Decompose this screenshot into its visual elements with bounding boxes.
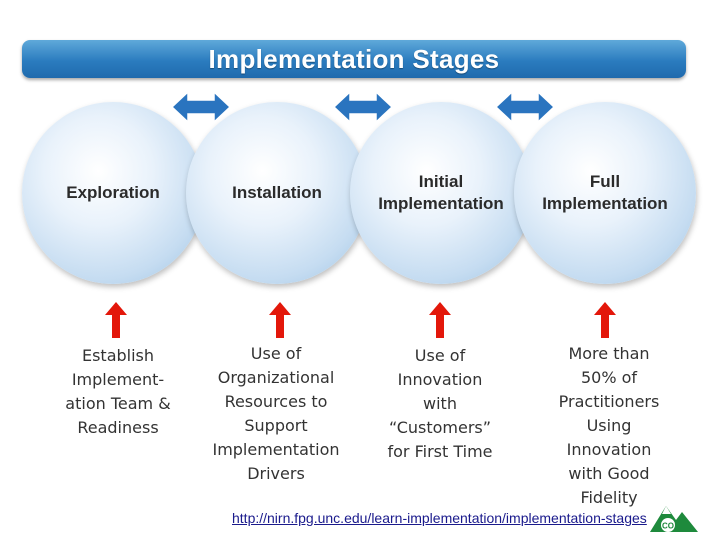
diagram-title: Implementation Stages — [208, 43, 500, 74]
up-arrow-icon — [594, 302, 616, 338]
stage-full-implementation-circle: Full Implementation — [514, 102, 696, 284]
source-link[interactable]: http://nirn.fpg.unc.edu/learn-implementa… — [232, 510, 647, 526]
stage-exploration-label: Exploration — [66, 182, 160, 202]
initial-implementation-description: Use of Innovation with “Customers” for F… — [387, 346, 493, 461]
stage-initial-implementation-circle: Initial Implementation — [350, 102, 532, 284]
double-arrow-icon — [172, 90, 230, 124]
up-arrow-icon — [269, 302, 291, 338]
stage-full-implementation-label: Full Implementation — [542, 171, 668, 213]
up-arrow-icon — [429, 302, 451, 338]
logo-text: CO — [662, 522, 674, 531]
title-banner: Implementation Stages — [22, 40, 686, 78]
installation-description: Use of Organizational Resources to Suppo… — [212, 344, 340, 483]
double-arrow-icon — [334, 90, 392, 124]
colorado-logo-icon: CO — [650, 506, 698, 532]
full-implementation-description: More than 50% of Practitioners Using Inn… — [558, 344, 660, 507]
stage-installation-label: Installation — [232, 182, 322, 202]
double-arrow-icon — [496, 90, 554, 124]
exploration-description: Establish Implement- ation Team & Readin… — [65, 346, 171, 437]
stage-exploration-circle: Exploration — [22, 102, 204, 284]
stage-installation-circle: Installation — [186, 102, 368, 284]
stage-initial-implementation-label: Initial Implementation — [378, 171, 504, 213]
up-arrow-icon — [105, 302, 127, 338]
